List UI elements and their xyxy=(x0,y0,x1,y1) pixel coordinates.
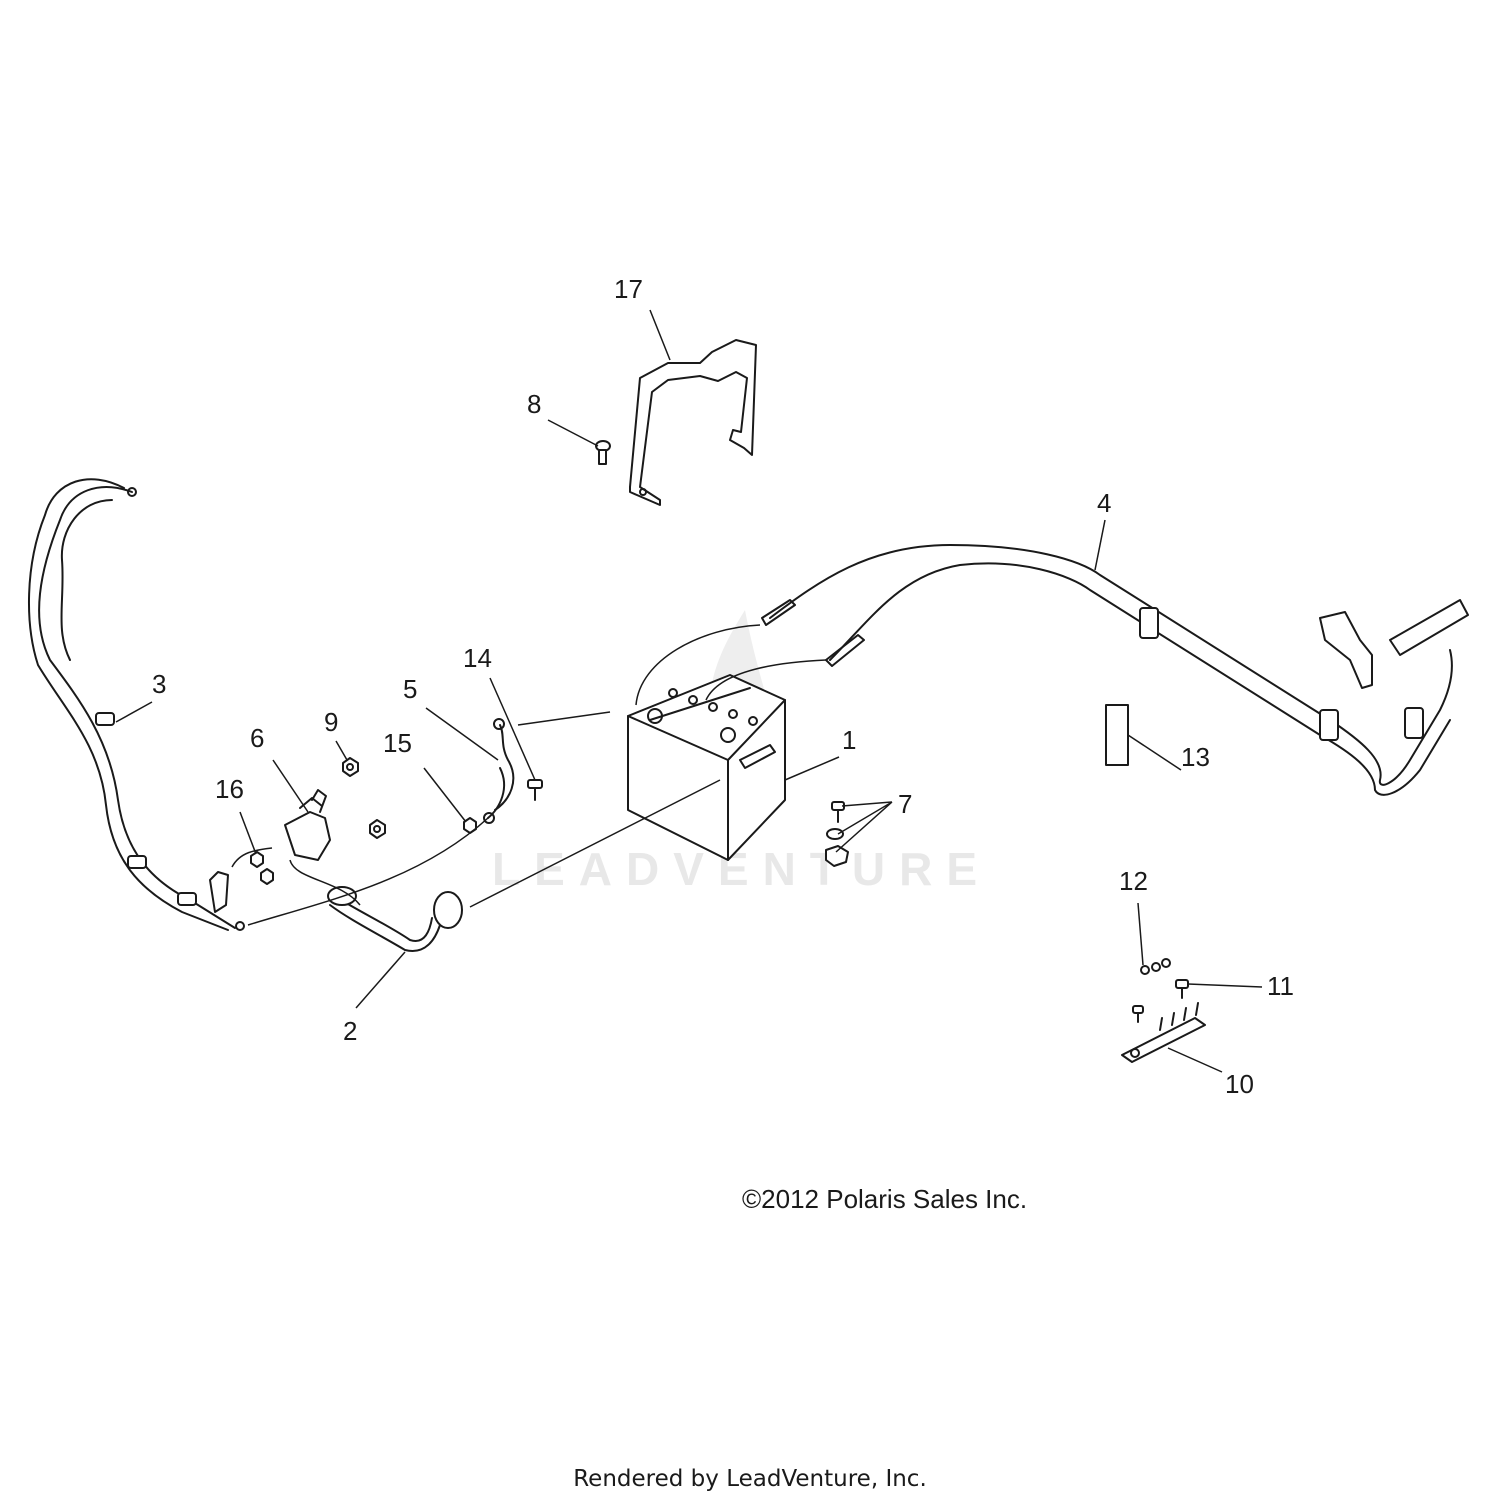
nut-16[interactable] xyxy=(250,851,274,885)
callout-1: 1 xyxy=(842,725,856,755)
terminal-block[interactable] xyxy=(1121,1002,1206,1063)
callout-13: 13 xyxy=(1181,742,1210,772)
callout-15: 15 xyxy=(383,728,412,758)
callout-3: 3 xyxy=(152,669,166,699)
callout-17: 17 xyxy=(614,274,643,304)
rendered-by-credit: Rendered by LeadVenture, Inc. xyxy=(573,1466,927,1492)
callout-2: 2 xyxy=(343,1016,357,1046)
callout-14: 14 xyxy=(463,643,492,673)
solenoid[interactable] xyxy=(284,789,331,861)
label-decal[interactable] xyxy=(1105,704,1129,766)
cable-harness-3[interactable] xyxy=(27,478,245,931)
nuts-12[interactable] xyxy=(1140,958,1171,975)
cable-5[interactable] xyxy=(483,718,515,824)
callout-9: 9 xyxy=(324,707,338,737)
callout-6: 6 xyxy=(250,723,264,753)
callout-7: 7 xyxy=(898,789,912,819)
callouts: 1 2 3 4 5 6 7 8 9 10 11 12 13 14 15 16 1… xyxy=(152,274,1294,1099)
copyright-notice: ©2012 Polaris Sales Inc. xyxy=(742,1184,1028,1214)
callout-8: 8 xyxy=(527,389,541,419)
nut-9-b[interactable] xyxy=(369,819,386,839)
callout-5: 5 xyxy=(403,674,417,704)
bolt-8[interactable] xyxy=(595,440,611,465)
routing-lines xyxy=(231,624,827,926)
nut-9[interactable] xyxy=(342,757,359,777)
callout-16: 16 xyxy=(215,774,244,804)
bolt-11[interactable] xyxy=(1175,979,1189,999)
battery-cable-2[interactable] xyxy=(327,886,463,952)
battery-hold-down-bracket[interactable] xyxy=(629,339,757,506)
watermark-text: LEADVENTURE xyxy=(492,843,991,895)
callout-12: 12 xyxy=(1119,866,1148,896)
hardware-7[interactable] xyxy=(825,801,849,867)
callout-leaders xyxy=(115,309,1263,1073)
nut-15[interactable] xyxy=(463,817,477,834)
callout-4: 4 xyxy=(1097,488,1111,518)
callout-11: 11 xyxy=(1267,971,1294,1001)
bolt-14[interactable] xyxy=(527,779,543,801)
callout-10: 10 xyxy=(1225,1069,1254,1099)
battery[interactable] xyxy=(627,674,786,861)
cable-harness-4[interactable] xyxy=(761,544,1469,796)
